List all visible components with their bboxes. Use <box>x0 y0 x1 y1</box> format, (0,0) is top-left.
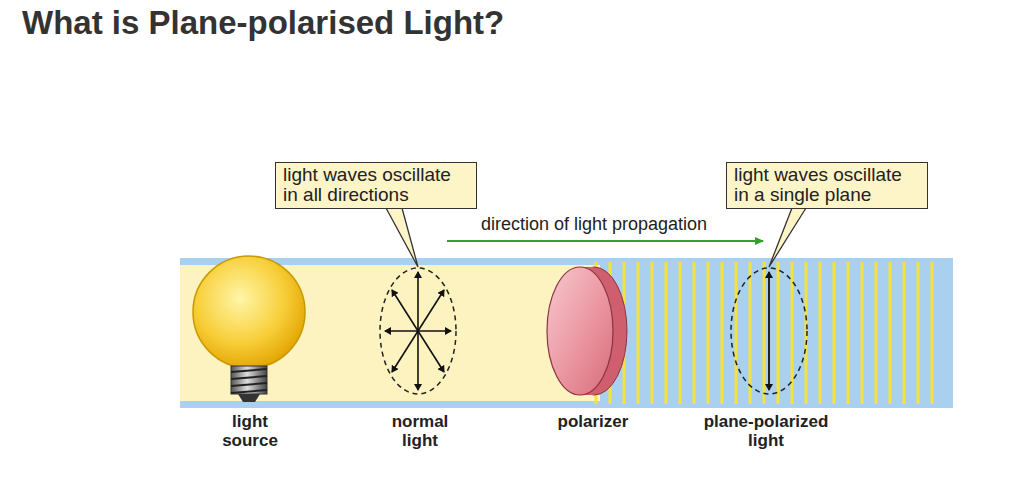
callout-text: light waves oscillate in a single plane <box>734 165 920 205</box>
slide-title: What is Plane-polarised Light? <box>22 4 504 42</box>
normal-light-symbol <box>380 268 456 394</box>
propagation-arrow <box>447 240 763 242</box>
callout-box: light waves oscillate in all directions <box>275 162 477 209</box>
callout-pointer <box>769 208 806 267</box>
callout-pointer <box>386 208 418 267</box>
callout-text: light waves oscillate in all directions <box>283 165 469 205</box>
plane-polarized-symbol <box>731 268 807 394</box>
part-label: normal light <box>378 412 462 450</box>
part-label: polarizer <box>533 412 653 431</box>
polarizer-disk <box>547 267 627 395</box>
part-label: light source <box>208 412 292 450</box>
direction-label: direction of light propagation <box>434 214 754 234</box>
callout-box: light waves oscillate in a single plane <box>726 162 928 209</box>
part-label: plane-polarized light <box>691 412 841 450</box>
polarized-wave-lines <box>610 262 932 404</box>
light-bulb <box>193 256 305 402</box>
